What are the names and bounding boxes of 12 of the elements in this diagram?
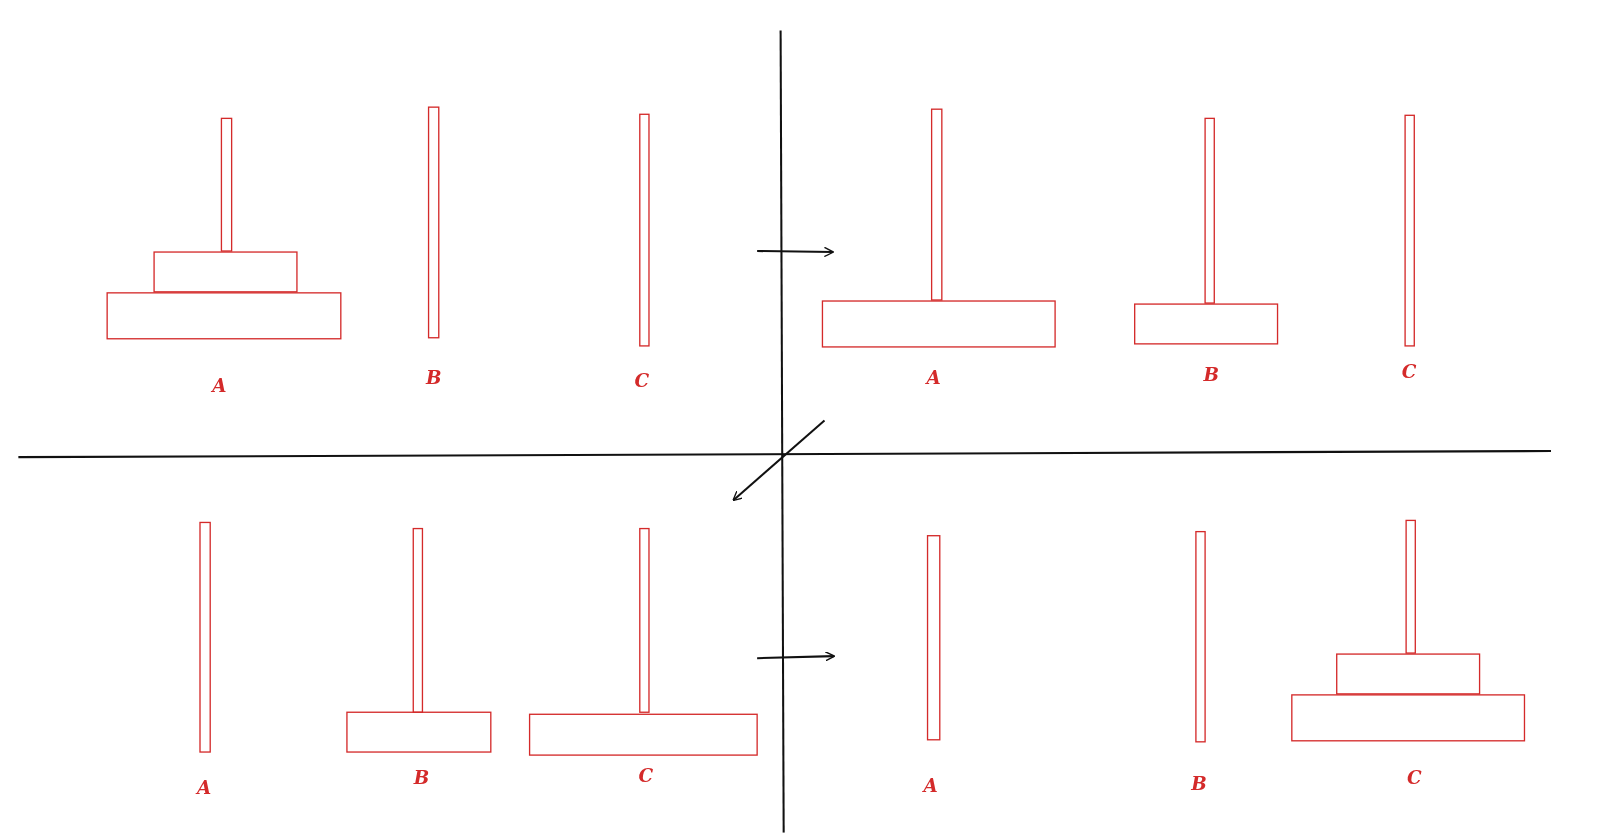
peg-label: C (638, 765, 654, 786)
peg-label: B (1191, 773, 1207, 794)
peg-label: C (634, 370, 650, 391)
peg-label: B (413, 767, 430, 788)
peg-label: A (926, 367, 941, 388)
peg-label: B (425, 367, 442, 388)
peg-label: B (1203, 364, 1219, 385)
peg-label: A (196, 777, 212, 798)
peg-label: C (1401, 361, 1417, 382)
peg-label: A (212, 375, 227, 396)
peg-label: A (923, 775, 938, 796)
peg-label: C (1406, 767, 1422, 788)
